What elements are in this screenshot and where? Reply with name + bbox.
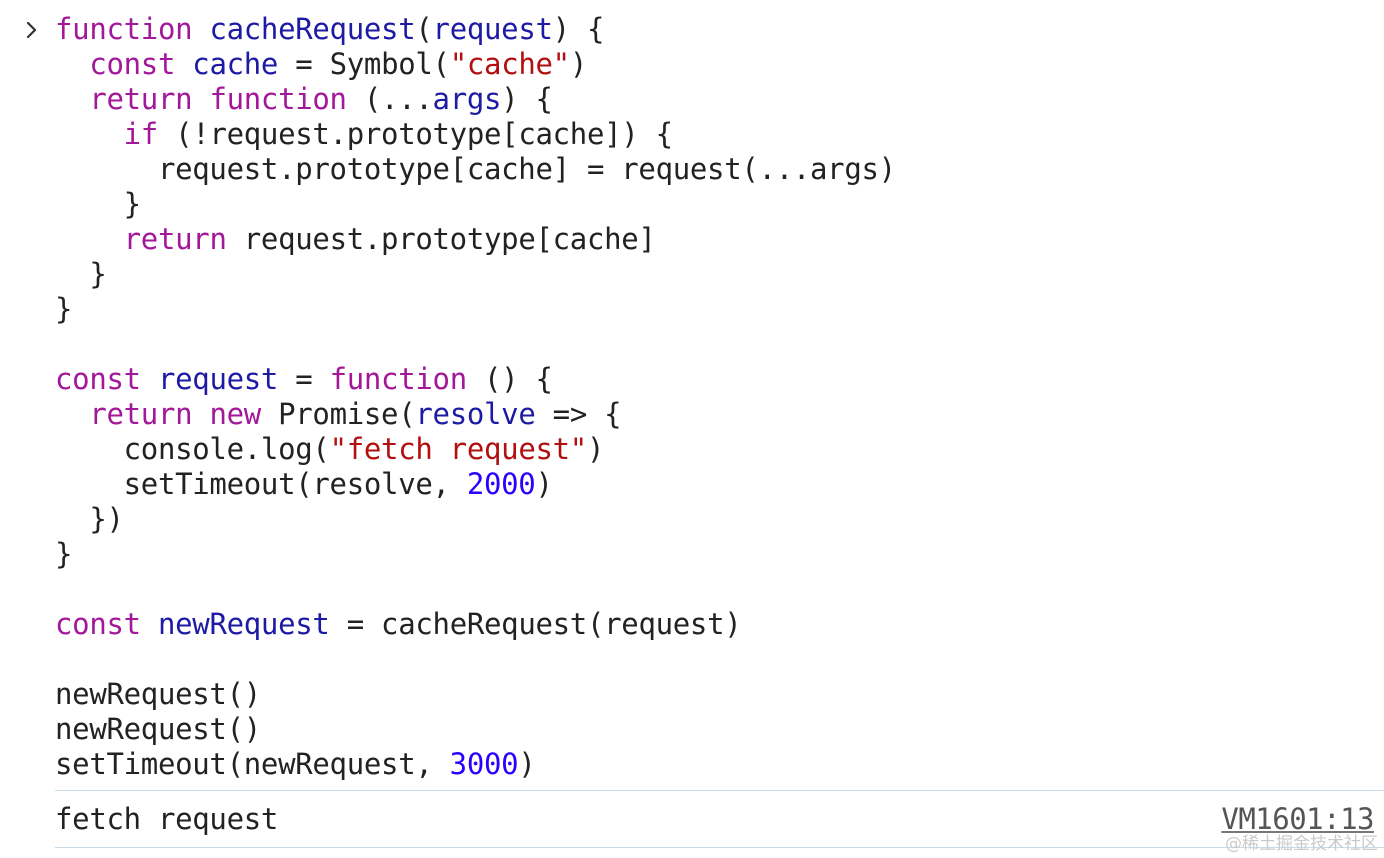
code-token: ( — [415, 12, 433, 46]
code-token: } — [55, 292, 73, 326]
code-token — [55, 222, 124, 256]
code-token: Promise( — [278, 397, 416, 431]
code-token — [55, 117, 124, 151]
code-token: request — [157, 362, 279, 396]
code-line: setTimeout(newRequest, 3000) — [55, 747, 896, 782]
code-token: const — [55, 607, 158, 641]
watermark-text: @稀土掘金技术社区 — [1225, 834, 1378, 854]
code-token: }) — [55, 502, 124, 536]
code-token — [55, 397, 89, 431]
code-token: console.log( — [55, 432, 330, 466]
code-token: ) — [535, 467, 553, 501]
code-token: (... — [363, 82, 433, 116]
code-line: return new Promise(resolve => { — [55, 397, 896, 432]
chevron-right-icon — [22, 12, 42, 47]
code-token: () { — [484, 362, 553, 396]
code-token: request — [432, 12, 553, 46]
code-token: function — [55, 12, 210, 46]
code-token: ) { — [501, 82, 553, 116]
code-line: } — [55, 537, 896, 572]
code-block: function cacheRequest(request) { const c… — [55, 12, 896, 782]
code-token: cache — [192, 47, 279, 81]
code-token: ) — [586, 432, 605, 466]
code-token: const — [89, 47, 193, 81]
code-line: newRequest() — [55, 712, 896, 747]
code-token: function — [329, 362, 485, 396]
console-divider — [55, 790, 1384, 791]
code-token: return — [123, 222, 244, 256]
code-token: args — [432, 82, 502, 116]
code-token: "fetch request" — [329, 432, 588, 466]
code-line: if (!request.prototype[cache]) { — [55, 117, 896, 152]
source-location-link[interactable]: VM1601:13 — [1221, 802, 1374, 836]
code-line: const request = function () { — [55, 362, 896, 397]
code-token: } — [55, 537, 73, 571]
code-token: ) { — [552, 12, 605, 46]
code-token: } — [55, 257, 107, 291]
code-token — [55, 47, 89, 81]
code-token: newRequest() — [55, 677, 261, 711]
code-token: newRequest — [157, 607, 330, 641]
code-line: const cache = Symbol("cache") — [55, 47, 896, 82]
code-token: return new — [89, 397, 279, 431]
code-token: const — [55, 362, 158, 396]
code-token: (!request.prototype[cache]) { — [175, 117, 673, 151]
console-log-row: fetch request VM1601:13 — [0, 791, 1384, 847]
code-line: return function (...args) { — [55, 82, 896, 117]
code-line: const newRequest = cacheRequest(request) — [55, 607, 896, 642]
code-token: request.prototype[cache] — [243, 222, 656, 256]
code-line — [55, 572, 896, 607]
code-token: 2000 — [466, 467, 536, 501]
code-line: function cacheRequest(request) { — [55, 12, 896, 47]
code-line: } — [55, 187, 896, 222]
code-token: => { — [535, 397, 622, 431]
code-token — [55, 82, 89, 116]
code-line: } — [55, 292, 896, 327]
code-token: if — [123, 117, 176, 151]
code-line: }) — [55, 502, 896, 537]
code-line: } — [55, 257, 896, 292]
code-token: setTimeout(newRequest, — [55, 747, 450, 781]
code-line: return request.prototype[cache] — [55, 222, 896, 257]
code-token: = Symbol( — [278, 47, 450, 81]
code-token: = — [278, 362, 330, 396]
code-token: newRequest() — [55, 712, 261, 746]
code-token: ) — [569, 47, 588, 81]
code-line — [55, 327, 896, 362]
code-token: ) — [518, 747, 536, 781]
code-token: resolve — [415, 397, 536, 431]
code-line — [55, 642, 896, 677]
code-line: request.prototype[cache] = request(...ar… — [55, 152, 896, 187]
code-token: 3000 — [449, 747, 519, 781]
code-line: newRequest() — [55, 677, 896, 712]
code-token: } — [55, 187, 141, 221]
code-line: setTimeout(resolve, 2000) — [55, 467, 896, 502]
code-token: request.prototype[cache] = request(...ar… — [55, 152, 896, 186]
console-divider — [55, 847, 1384, 848]
code-token: setTimeout(resolve, — [55, 467, 467, 501]
code-line: console.log("fetch request") — [55, 432, 896, 467]
code-token: cacheRequest — [209, 12, 416, 46]
code-token: return function — [89, 82, 364, 116]
log-message: fetch request — [55, 802, 279, 836]
code-token: = cacheRequest(request) — [329, 607, 742, 641]
code-token: "cache" — [449, 47, 570, 81]
